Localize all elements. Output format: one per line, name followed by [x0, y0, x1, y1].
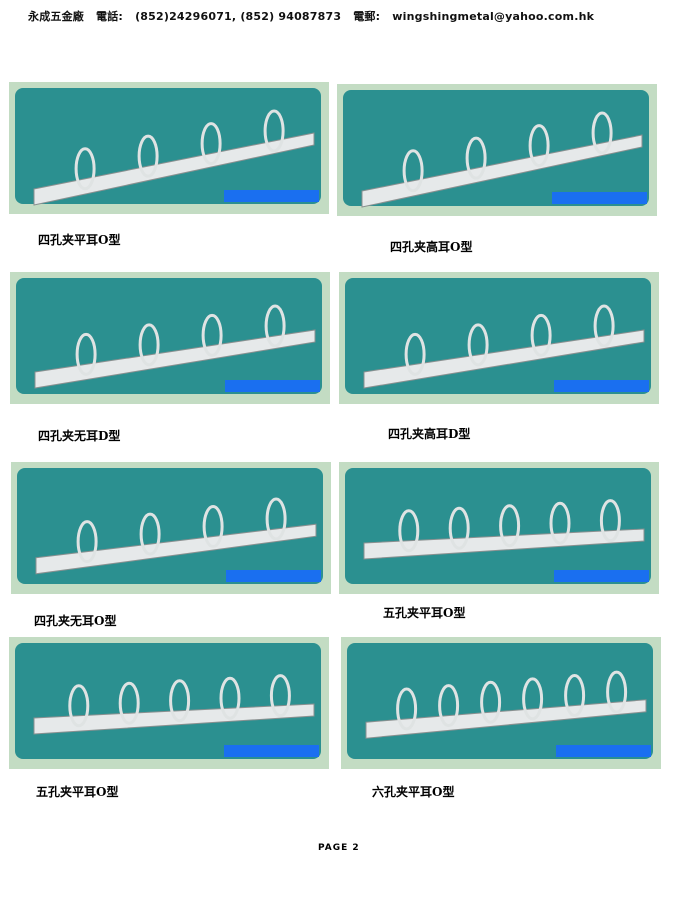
- product-caption: 五孔夹平耳O型: [36, 785, 119, 799]
- binder-ring: [269, 674, 291, 718]
- binder-ring: [139, 512, 161, 556]
- product-photo: [9, 82, 329, 214]
- binder-ring: [606, 670, 628, 714]
- binder-ring: [68, 684, 90, 728]
- binder-ring: [118, 681, 140, 725]
- binder-ring: [530, 313, 552, 357]
- product-photo: [339, 462, 659, 594]
- binder-ring: [396, 687, 418, 731]
- binder-ring: [201, 313, 223, 357]
- binder-ring: [402, 149, 424, 193]
- product-caption: 六孔夹平耳O型: [372, 785, 455, 799]
- binder-ring: [591, 111, 613, 155]
- binder-ring: [169, 679, 191, 723]
- product-caption: 四孔夹无耳O型: [34, 614, 117, 628]
- product-photo: [341, 637, 661, 769]
- binder-ring: [219, 676, 241, 720]
- binder-ring: [599, 499, 621, 543]
- page-header: 永成五金廠 電話: (852)24296071, (852) 94087873 …: [28, 8, 602, 24]
- binder-ring: [202, 505, 224, 549]
- ring-binder-illustration: [365, 670, 647, 739]
- binder-ring: [467, 323, 489, 367]
- binder-ring: [499, 504, 521, 548]
- binder-ring: [74, 147, 96, 191]
- binder-ring: [465, 136, 487, 180]
- binder-ring: [264, 304, 286, 348]
- binder-ring: [593, 304, 615, 348]
- binder-ring: [137, 134, 159, 178]
- ring-binder-illustration: [35, 497, 317, 575]
- page-number: PAGE 2: [318, 843, 360, 853]
- binder-ring: [398, 509, 420, 553]
- binder-ring: [522, 677, 544, 721]
- binder-ring: [75, 332, 97, 376]
- product-photo: [9, 637, 329, 769]
- binder-bar: [365, 699, 647, 739]
- ring-binder-illustration: [33, 109, 315, 206]
- product-caption: 四孔夹高耳O型: [390, 240, 473, 254]
- binder-ring: [438, 684, 460, 728]
- email-address: wingshingmetal@yahoo.com.hk: [392, 10, 595, 23]
- binder-ring: [404, 332, 426, 376]
- product-caption: 五孔夹平耳O型: [383, 606, 466, 620]
- product-photo: [11, 462, 331, 594]
- binder-ring: [263, 109, 285, 153]
- binder-ring: [76, 520, 98, 564]
- product-photo: [339, 272, 659, 404]
- company-name: 永成五金廠: [28, 10, 84, 23]
- product-photo: [337, 84, 657, 216]
- product-caption: 四孔夹平耳O型: [38, 233, 121, 247]
- binder-ring: [528, 124, 550, 168]
- ring-binder-illustration: [363, 499, 645, 560]
- ring-binder-illustration: [34, 304, 316, 389]
- product-caption: 四孔夹高耳D型: [388, 427, 471, 441]
- binder-ring: [265, 497, 287, 541]
- phone-label: 電話:: [96, 10, 124, 23]
- binder-ring: [200, 122, 222, 166]
- product-caption: 四孔夹无耳D型: [38, 429, 121, 443]
- binder-ring: [549, 501, 571, 545]
- product-photo: [10, 272, 330, 404]
- binder-ring: [480, 680, 502, 724]
- ring-binder-illustration: [33, 674, 315, 735]
- phone-numbers: (852)24296071, (852) 94087873: [135, 10, 342, 23]
- binder-ring: [138, 323, 160, 367]
- email-label: 電郵:: [353, 10, 381, 23]
- ring-binder-illustration: [361, 111, 643, 208]
- binder-ring: [564, 674, 586, 718]
- binder-ring: [448, 506, 470, 550]
- ring-binder-illustration: [363, 304, 645, 389]
